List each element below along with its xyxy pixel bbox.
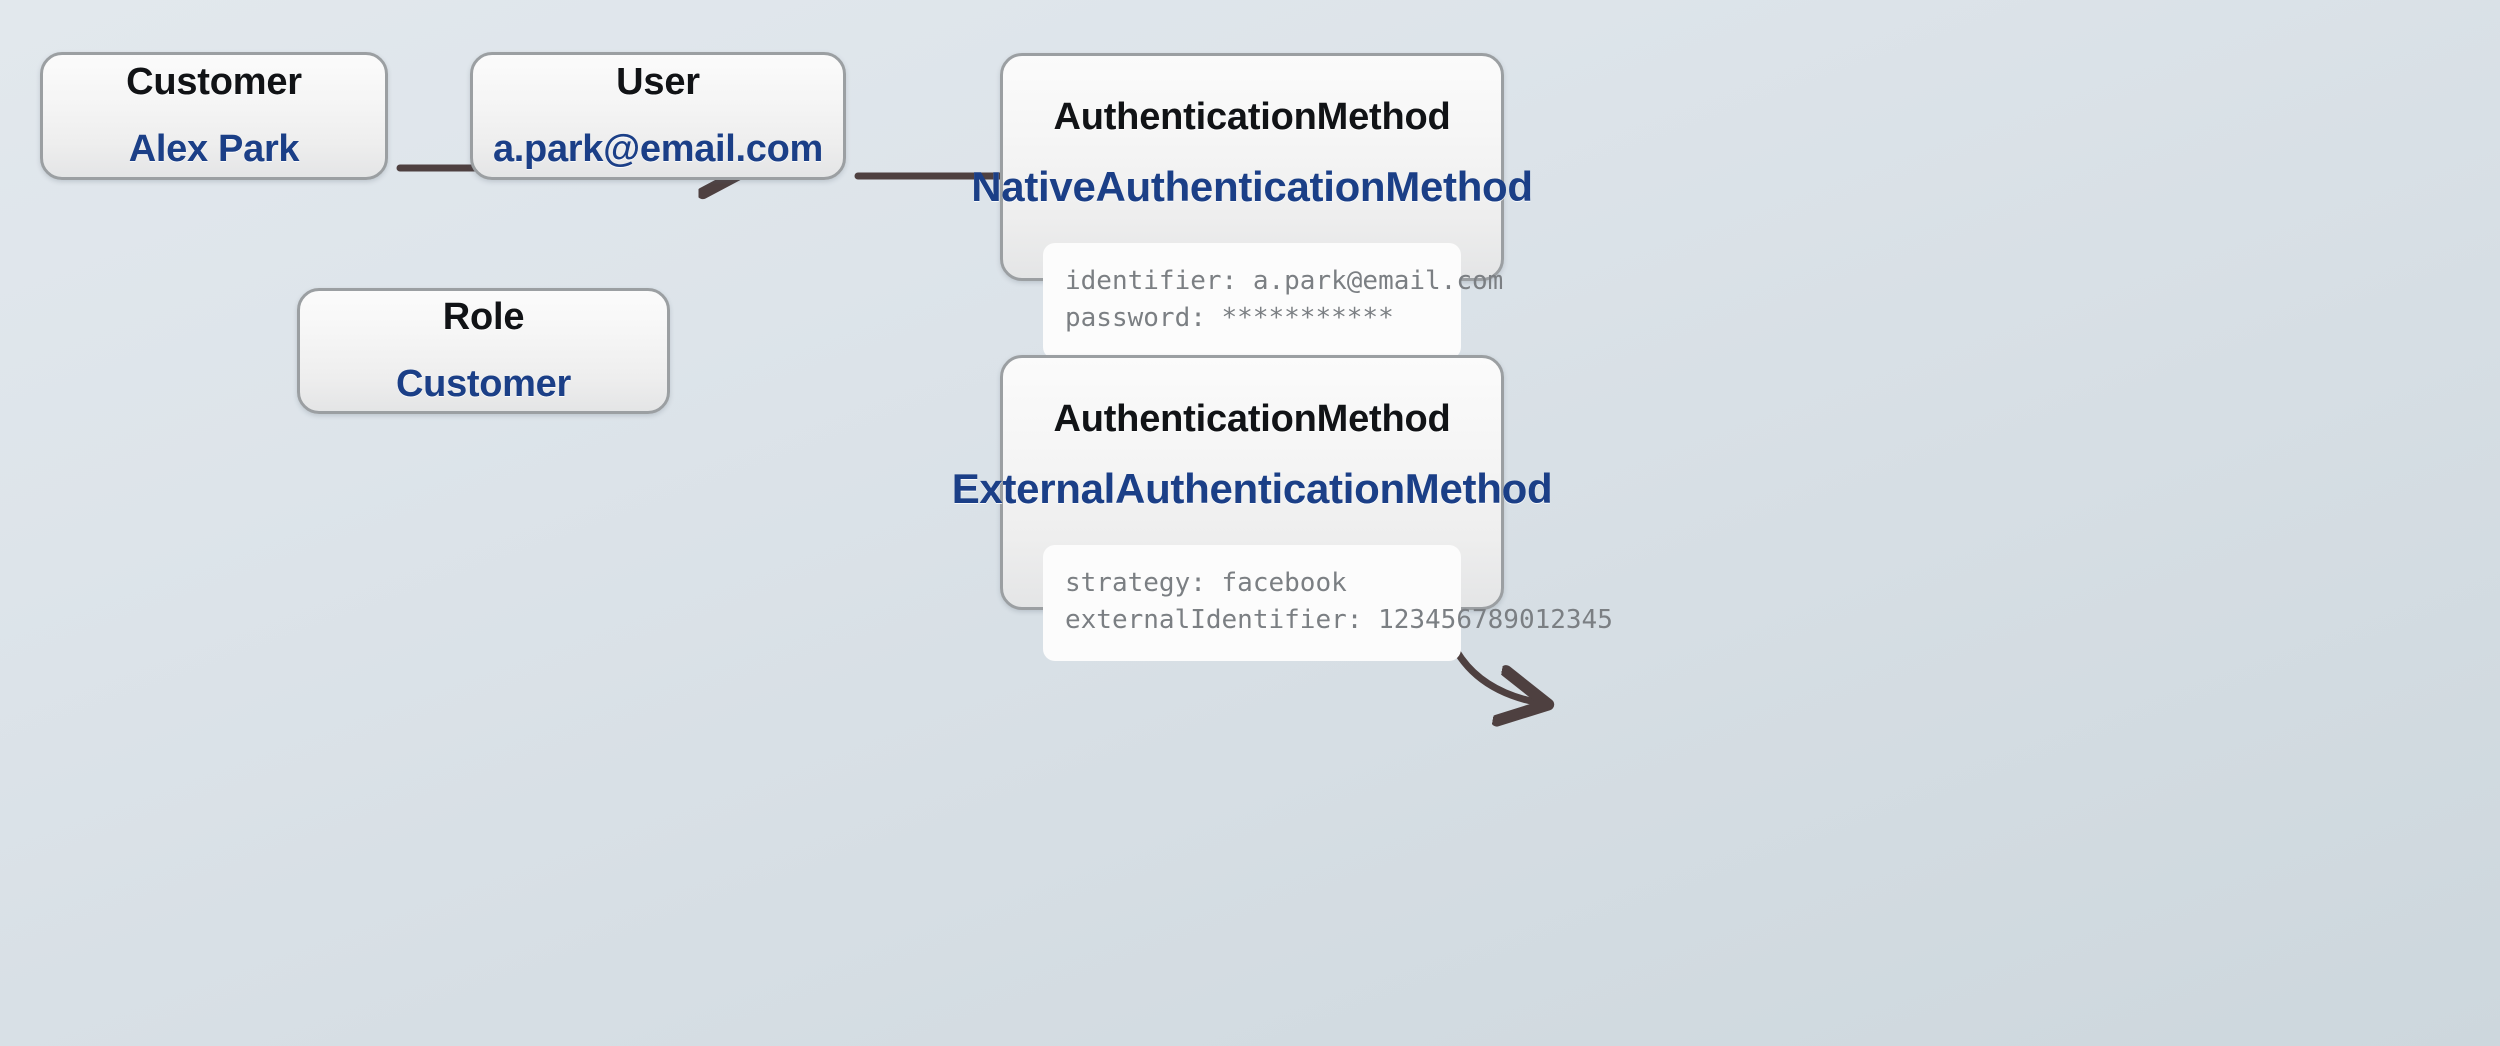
native-auth-attribute-identifier: identifier: a.park@email.com [1065,266,1504,296]
external-auth-attributes-panel: strategy: facebook externalIdentifier: 1… [1043,545,1613,661]
node-user-value: a.park@email.com [492,128,824,170]
node-user-type: User [616,61,700,103]
node-external-auth-value: ExternalAuthenticationMethod [951,465,1553,512]
node-native-authentication-method[interactable]: AuthenticationMethod NativeAuthenticatio… [971,53,1533,359]
node-role-type: Role [442,296,525,338]
node-customer[interactable]: Customer Alex Park [40,52,388,180]
native-auth-attributes-panel: identifier: a.park@email.com password: *… [1043,243,1504,359]
node-native-auth-value: NativeAuthenticationMethod [971,163,1533,210]
node-external-auth-type: AuthenticationMethod [1053,398,1451,440]
node-customer-type: Customer [126,61,302,103]
node-role[interactable]: Role Customer [297,288,670,414]
node-external-authentication-method[interactable]: AuthenticationMethod ExternalAuthenticat… [952,355,1613,661]
node-customer-value: Alex Park [128,128,300,170]
node-role-value: Customer [396,363,571,405]
native-auth-attribute-password: password: *********** [1065,302,1394,333]
external-auth-attribute-external-identifier: externalIdentifier: 123456789012345 [1065,604,1613,635]
node-user[interactable]: User a.park@email.com [470,52,846,180]
node-native-auth-type: AuthenticationMethod [1053,96,1451,138]
external-auth-attribute-strategy: strategy: facebook [1065,568,1347,598]
